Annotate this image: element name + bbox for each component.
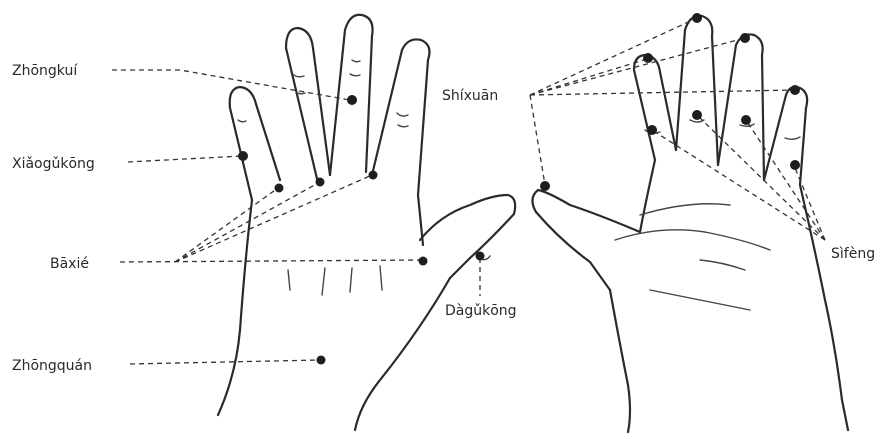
sifeng-point-2 <box>692 110 702 120</box>
dagukong-point <box>476 252 485 261</box>
label-zhongkui: Zhōngkuí <box>12 63 78 79</box>
baxie-point-3 <box>369 171 378 180</box>
baxie-point-2 <box>316 178 325 187</box>
label-dagukong: Dàgǔkōng <box>445 303 517 319</box>
label-shixuan: Shíxuān <box>442 88 498 104</box>
shixuan-point-1 <box>692 13 702 23</box>
shixuan-point-4 <box>790 85 800 95</box>
sifeng-point-4 <box>790 160 800 170</box>
baxie-point-4 <box>419 257 428 266</box>
xiaogukong-point <box>238 151 248 161</box>
label-zhongquan: Zhōngquán <box>12 358 92 374</box>
sifeng-point-1 <box>647 125 657 135</box>
shixuan-point-3 <box>643 53 653 63</box>
sifeng-point-3 <box>741 115 751 125</box>
acupoint-markers <box>238 13 800 365</box>
zhongquan-point <box>317 356 326 365</box>
left-hand-dorsal <box>218 15 515 430</box>
label-baxie: Bāxié <box>50 256 89 272</box>
baxie-point-1 <box>275 184 284 193</box>
label-sifeng: Sìfèng <box>831 246 875 262</box>
shixuan-point-5 <box>540 181 550 191</box>
zhongkui-point <box>347 95 357 105</box>
label-xiaogukong: Xiǎogǔkōng <box>12 156 95 172</box>
shixuan-point-2 <box>740 33 750 43</box>
